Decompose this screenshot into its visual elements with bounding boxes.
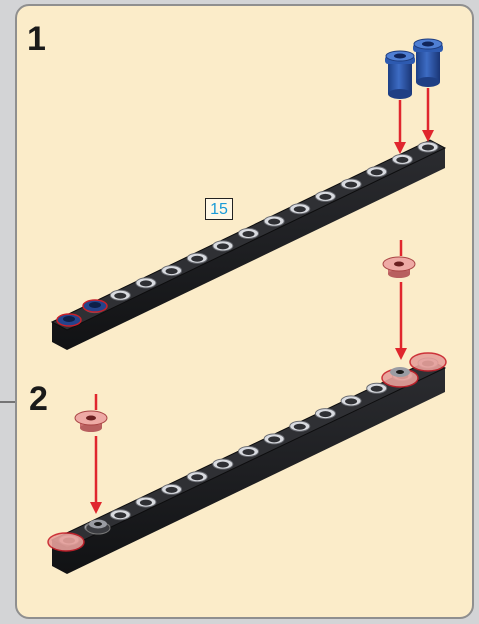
beam-hole-inner <box>422 145 434 151</box>
beam-hole-inner <box>114 293 126 299</box>
beam-hole-inner <box>166 268 178 274</box>
beam-hole-inner <box>268 436 280 442</box>
beam-hole-inner <box>396 157 408 163</box>
beam-hole-inner <box>371 386 383 392</box>
beam-hole-inner <box>319 411 331 417</box>
beam-hole-inner <box>371 169 383 175</box>
beam-hole-inner <box>294 424 306 430</box>
blue-pin-icon <box>385 39 443 99</box>
beam-hole-inner <box>217 462 229 468</box>
beam-hole-inner <box>243 449 255 455</box>
beam-hole-inner <box>114 512 126 518</box>
part-length-callout: 15 <box>205 198 233 220</box>
beam-hole-inner <box>243 231 255 237</box>
beam-hole-inner <box>217 243 229 249</box>
beam-15-icon <box>52 358 445 574</box>
step-number: 1 <box>27 22 46 56</box>
beam-hole-inner <box>140 280 152 286</box>
beam-hole-inner <box>166 487 178 493</box>
beam-hole-inner <box>191 256 203 262</box>
beam-hole-inner <box>140 500 152 506</box>
beam-15-icon <box>52 140 445 350</box>
beam-hole-inner <box>319 194 331 200</box>
step-number: 2 <box>29 382 48 416</box>
beam-hole-inner <box>191 474 203 480</box>
beam-hole-inner <box>345 398 357 404</box>
beam-hole-inner <box>345 182 357 188</box>
beam-hole-inner <box>268 219 280 225</box>
beam-hole-inner <box>294 206 306 212</box>
